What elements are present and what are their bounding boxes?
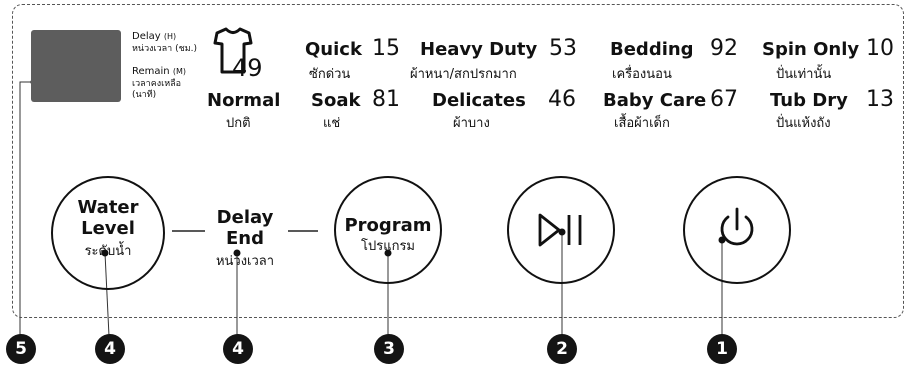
remain-thai-2: (นาที) [132, 90, 157, 100]
program-baby-care-label: Baby Care [603, 90, 707, 111]
callout-4-delay-end: 4 [223, 334, 253, 364]
power-icon [720, 207, 754, 246]
program-heavy-duty-label: Heavy Duty [420, 39, 538, 60]
program-quick-thai: ซักด่วน [309, 67, 351, 82]
delay-label-text: Delay [132, 31, 161, 42]
program-soak-label: Soak [311, 90, 361, 111]
water-level-label-2: Level [81, 218, 135, 239]
program-button[interactable] [334, 176, 442, 284]
callout-1: 1 [707, 334, 737, 364]
callout-3: 3 [374, 334, 404, 364]
program-delicates-label: Delicates [432, 90, 526, 111]
delay-thai: หน่วงเวลา (ชม.) [132, 44, 198, 54]
program-bedding-thai: เครื่องนอน [612, 67, 672, 82]
program-quick-label: Quick [305, 39, 362, 60]
program-button-thai: โปรแกรม [360, 239, 416, 254]
program-bedding-label: Bedding [610, 39, 694, 60]
program-heavy-duty-thai: ผ้าหนา/สกปรกมาก [410, 67, 517, 82]
remain-label: Remain (M) [132, 66, 186, 78]
program-soak-number: 81 [372, 87, 400, 112]
program-spin-only-number: 10 [866, 36, 894, 61]
program-delicates-thai: ผ้าบาง [453, 116, 490, 131]
normal-label: Normal [207, 90, 281, 111]
delay-end-label-2[interactable]: End [226, 228, 264, 249]
play-pause-icon [538, 213, 582, 247]
program-tub-dry-label: Tub Dry [770, 90, 848, 111]
program-soak-thai: แช่ [323, 116, 341, 131]
water-level-label-1: Water [77, 197, 139, 218]
program-delicates-number: 46 [548, 87, 576, 112]
normal-number: 49 [232, 54, 263, 82]
water-level-thai: ระดับน้ำ [84, 244, 132, 259]
shirt-icon [213, 27, 253, 74]
control-panel [12, 4, 904, 318]
program-tub-dry-thai: ปั่นแห้งถัง [776, 116, 831, 131]
delay-end-thai: หน่วงเวลา [215, 254, 275, 269]
power-button[interactable] [683, 176, 791, 284]
program-tub-dry-number: 13 [866, 87, 894, 112]
leader-line-5 [19, 81, 34, 336]
program-heavy-duty-number: 53 [549, 36, 577, 61]
program-baby-care-number: 67 [710, 87, 738, 112]
delay-end-label-1[interactable]: Delay [216, 207, 274, 228]
callout-4-water-level: 4 [95, 334, 125, 364]
start-pause-button[interactable] [507, 176, 615, 284]
program-spin-only-thai: ปั่นเท่านั้น [776, 67, 832, 82]
delay-end-dot-marker [233, 249, 241, 257]
program-bedding-number: 92 [710, 36, 738, 61]
program-button-label: Program [344, 215, 432, 236]
remain-unit: (M) [172, 67, 186, 76]
remain-label-text: Remain [132, 66, 170, 77]
delay-unit: (H) [163, 32, 177, 41]
water-level-button[interactable] [51, 176, 165, 290]
callout-2: 2 [547, 334, 577, 364]
delay-label: Delay (H) [132, 31, 176, 43]
remain-thai-1: เวลาคงเหลือ [132, 79, 182, 89]
lcd-display [31, 30, 121, 102]
program-quick-number: 15 [372, 36, 400, 61]
callout-5: 5 [6, 334, 36, 364]
normal-thai: ปกติ [226, 116, 251, 131]
program-baby-care-thai: เสื้อผ้าเด็ก [614, 116, 670, 131]
program-spin-only-label: Spin Only [762, 39, 860, 60]
